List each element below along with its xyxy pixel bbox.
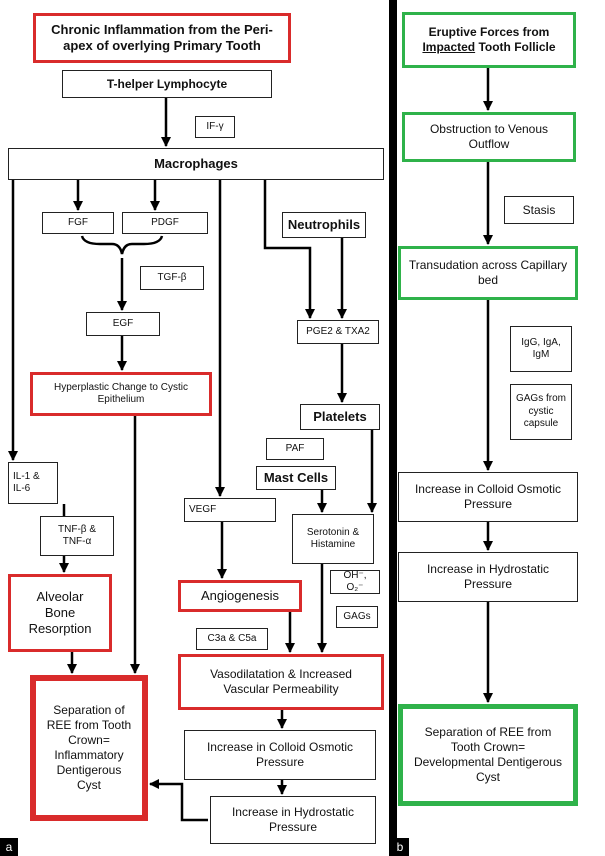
eruptive-text-2: Tooth Follicle <box>475 40 556 54</box>
tgfb-label: TGF-β <box>140 266 204 290</box>
chronic-inflammation-box: Chronic Inflammation from the Peri-apex … <box>33 13 291 63</box>
gags-capsule-label: GAGs from cystic capsule <box>510 384 572 440</box>
neutrophils-box: Neutrophils <box>282 212 366 238</box>
alveolar-resorption-box: Alveolar Bone Resorption <box>8 574 112 652</box>
panel-a-label: a <box>0 838 18 856</box>
transudation-box: Transudation across Capillary bed <box>398 246 578 300</box>
stasis-label: Stasis <box>504 196 574 224</box>
colloid-pressure-box-b: Increase in Colloid Osmotic Pressure <box>398 472 578 522</box>
c3a-c5a-label: C3a & C5a <box>196 628 268 650</box>
colloid-pressure-box-a: Increase in Colloid Osmotic Pressure <box>184 730 376 780</box>
eruptive-text-1: Eruptive Forces from <box>428 25 550 39</box>
egf-box: EGF <box>86 312 160 336</box>
platelets-box: Platelets <box>300 404 380 430</box>
obstruction-box: Obstruction to Venous Outflow <box>402 112 576 162</box>
hyperplastic-box: Hyperplastic Change to Cystic Epithelium <box>30 372 212 416</box>
macrophages-box: Macrophages <box>8 148 384 180</box>
pge2-box: PGE2 & TXA2 <box>297 320 379 344</box>
panel-b-label: b <box>391 838 409 856</box>
inflammatory-separation-box: Separation of REE from Tooth Crown= Infl… <box>30 675 148 821</box>
vegf-box: VEGF <box>184 498 276 522</box>
serotonin-box: Serotonin & Histamine <box>292 514 374 564</box>
immunoglobulins-label: IgG, IgA, IgM <box>510 326 572 372</box>
t-helper-box: T-helper Lymphocyte <box>62 70 272 98</box>
mast-cells-box: Mast Cells <box>256 466 336 490</box>
gags-label: GAGs <box>336 606 378 628</box>
il-box: IL-1 & IL-6 <box>8 462 58 504</box>
developmental-separation-box: Separation of REE from Tooth Crown= Deve… <box>398 704 578 806</box>
vasodilatation-box: Vasodilatation & Increased Vascular Perm… <box>178 654 384 710</box>
eruptive-impacted: Impacted <box>422 40 476 54</box>
hydrostatic-pressure-box-a: Increase in Hydrostatic Pressure <box>210 796 376 844</box>
pdgf-box: PDGF <box>122 212 208 234</box>
hydrostatic-pressure-box-b: Increase in Hydrostatic Pressure <box>398 552 578 602</box>
ros-label: OH⁻, O₂⁻ <box>330 570 380 594</box>
angiogenesis-box: Angiogenesis <box>178 580 302 612</box>
tnf-label: TNF-β & TNF-α <box>40 516 114 556</box>
paf-label: PAF <box>266 438 324 460</box>
fgf-box: FGF <box>42 212 114 234</box>
panel-divider <box>389 0 397 856</box>
ifg-label: IF-γ <box>195 116 235 138</box>
